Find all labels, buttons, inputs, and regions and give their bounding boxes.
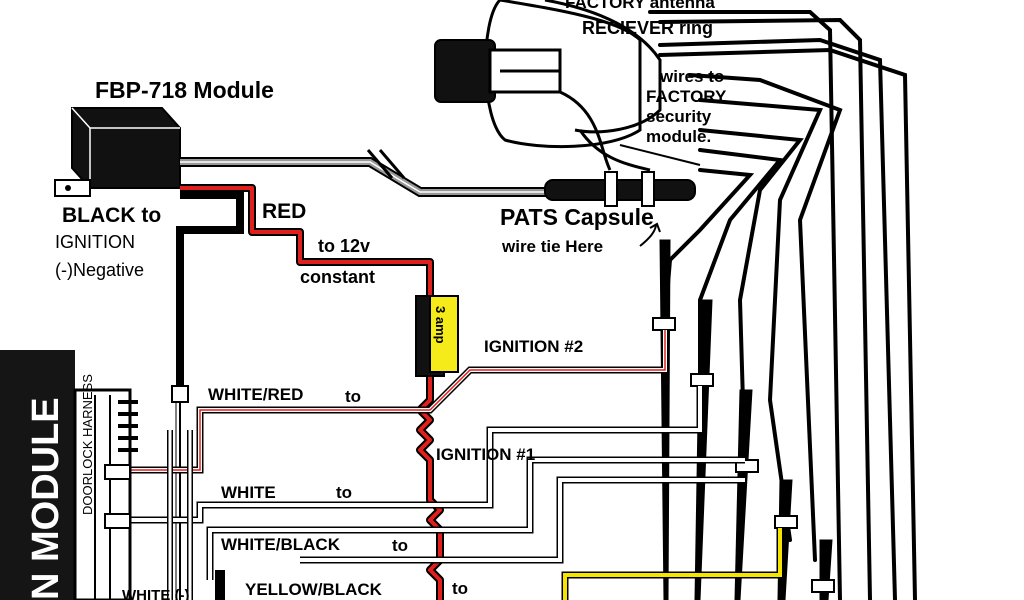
label-negative: (-)Negative <box>55 260 144 280</box>
label-reciever-ring: RECIEVER ring <box>582 18 713 38</box>
module-title: FBP-718 Module <box>95 77 274 103</box>
label-security: security <box>646 107 712 126</box>
label-white: WHITE <box>221 483 276 502</box>
white-red-wire <box>130 330 669 474</box>
label-white-black: WHITE/BLACK <box>221 535 341 554</box>
pats-capsule <box>544 171 696 207</box>
wire-tie-arrow <box>639 222 661 247</box>
black-wire <box>171 191 244 600</box>
label-to-b: to <box>336 483 352 502</box>
factory-harness-bundle <box>648 10 917 600</box>
fbp-718-module-box <box>54 107 181 197</box>
label-black-to: BLACK to <box>62 204 161 227</box>
yellow-black-wire <box>561 528 784 600</box>
label-ignition-2: IGNITION #2 <box>484 337 583 356</box>
label-to-c: to <box>392 536 408 555</box>
label-white-neg: WHITE (-) <box>122 587 189 600</box>
label-yellow-black: YELLOW/BLACK <box>245 580 383 599</box>
white-black-wire <box>206 456 745 580</box>
label-factory: FACTORY <box>646 87 727 106</box>
fuse-3-amp <box>415 295 459 377</box>
harness-drop-wires <box>659 239 833 600</box>
label-module: module. <box>646 127 711 146</box>
label-white-red: WHITE/RED <box>208 385 303 404</box>
label-factory-antenna: FACTORY antenna <box>565 0 715 12</box>
label-doorlock-harness: DOORLOCK HARNESS <box>80 374 95 515</box>
white-harness-lines <box>167 430 193 600</box>
label-pats-capsule: PATS Capsule <box>500 204 654 230</box>
ignition-switch-illustration <box>434 0 701 172</box>
white-wire <box>110 386 704 524</box>
label-ignition-1: IGNITION #1 <box>436 445 535 464</box>
label-constant: constant <box>300 267 375 287</box>
label-to-d: to <box>452 579 468 598</box>
diagram-labels: FACTORY antenna RECIEVER ring wires to F… <box>25 0 727 600</box>
label-ignition: IGNITION <box>55 232 135 252</box>
label-wires-to: wires to <box>659 67 724 86</box>
label-fuse: 3 amp <box>433 306 448 344</box>
antenna-cable <box>180 149 600 197</box>
label-main-module: N MODULE <box>25 397 67 600</box>
label-red: RED <box>262 200 306 223</box>
red-wire <box>180 184 444 600</box>
main-module-block <box>0 350 225 600</box>
label-wire-tie: wire tie Here <box>501 237 603 256</box>
label-to-12v: to 12v <box>318 236 370 256</box>
label-to-a: to <box>345 387 361 406</box>
